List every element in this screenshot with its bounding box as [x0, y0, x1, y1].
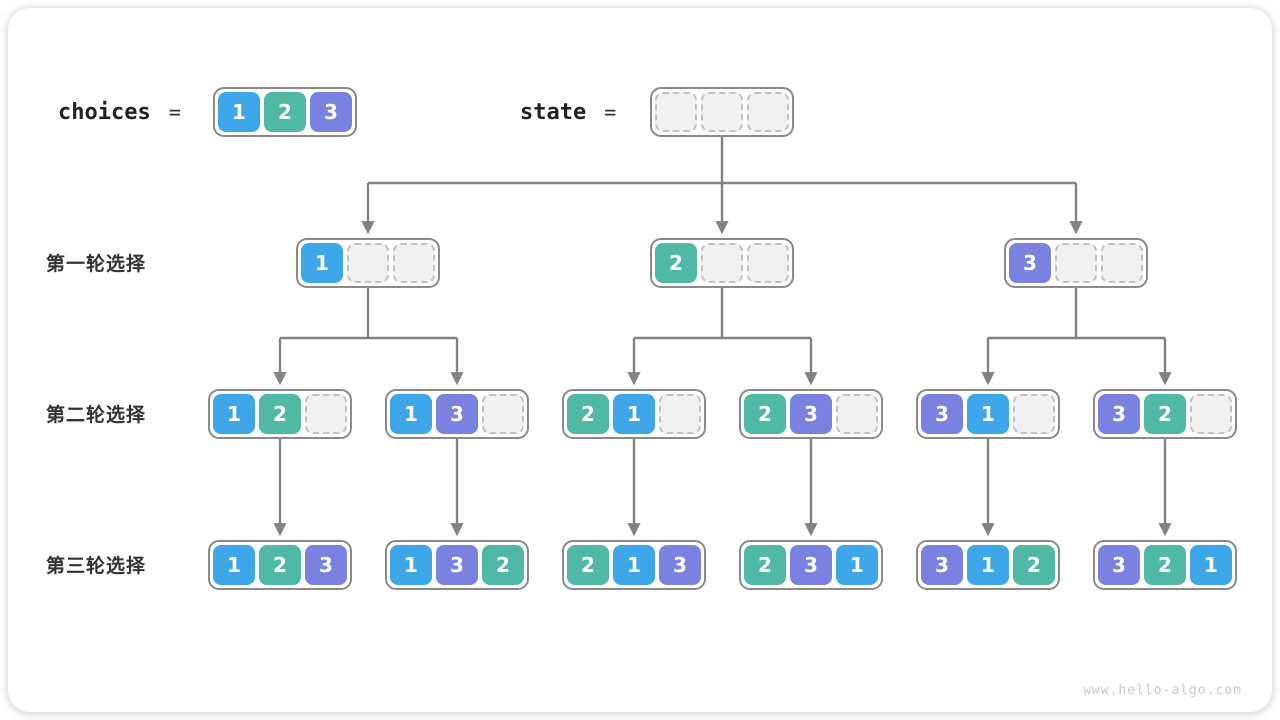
value-cell: 1 [613, 394, 655, 434]
value-cell: 3 [790, 545, 832, 585]
state-header: state = [520, 87, 616, 137]
value-cell: 1 [836, 545, 878, 585]
value-cell: 1 [213, 394, 255, 434]
value-cell: 3 [921, 394, 963, 434]
empty-cell [393, 243, 435, 283]
empty-cell [836, 394, 878, 434]
value-cell: 2 [567, 394, 609, 434]
value-cell: 2 [1144, 545, 1186, 585]
value-cell: 2 [744, 394, 786, 434]
edge-layer [273, 137, 1172, 537]
watermark: www.hello-algo.com [1083, 683, 1242, 698]
value-cell: 1 [218, 92, 260, 132]
value-cell: 2 [259, 545, 301, 585]
empty-cell [655, 92, 697, 132]
value-cell: 3 [305, 545, 347, 585]
value-cell: 3 [1098, 545, 1140, 585]
state-node-round1: 3 [1004, 238, 1148, 288]
empty-cell [482, 394, 524, 434]
value-cell: 1 [390, 545, 432, 585]
value-cell: 2 [744, 545, 786, 585]
state-array [650, 87, 794, 137]
empty-cell [1101, 243, 1143, 283]
value-cell: 1 [213, 545, 255, 585]
value-cell: 2 [264, 92, 306, 132]
value-cell: 3 [1098, 394, 1140, 434]
choices-header: choices = [58, 87, 181, 137]
value-cell: 3 [921, 545, 963, 585]
value-cell: 2 [567, 545, 609, 585]
value-cell: 3 [310, 92, 352, 132]
value-cell: 2 [1144, 394, 1186, 434]
state-equals-sign: = [604, 100, 617, 124]
value-cell: 2 [1013, 545, 1055, 585]
value-cell: 1 [967, 545, 1009, 585]
round-2-label: 第二轮选择 [46, 405, 147, 426]
empty-cell [1055, 243, 1097, 283]
empty-cell [701, 243, 743, 283]
value-cell: 1 [967, 394, 1009, 434]
value-cell: 3 [436, 394, 478, 434]
state-node-round1: 2 [650, 238, 794, 288]
value-cell: 1 [613, 545, 655, 585]
value-cell: 3 [659, 545, 701, 585]
value-cell: 1 [301, 243, 343, 283]
round-3-label: 第三轮选择 [46, 556, 147, 577]
value-cell: 1 [390, 394, 432, 434]
value-cell: 2 [655, 243, 697, 283]
empty-cell [1013, 394, 1055, 434]
value-cell: 1 [1190, 545, 1232, 585]
value-cell: 3 [436, 545, 478, 585]
empty-cell [747, 92, 789, 132]
round-1-label: 第一轮选择 [46, 254, 147, 275]
value-cell: 2 [482, 545, 524, 585]
value-cell: 2 [259, 394, 301, 434]
value-cell: 3 [1009, 243, 1051, 283]
value-cell: 3 [790, 394, 832, 434]
empty-cell [701, 92, 743, 132]
empty-cell [1190, 394, 1232, 434]
state-label: state [520, 99, 587, 125]
empty-cell [659, 394, 701, 434]
state-node-round1: 1 [296, 238, 440, 288]
choices-equals-sign: = [168, 100, 181, 124]
empty-cell [305, 394, 347, 434]
empty-cell [747, 243, 789, 283]
empty-cell [347, 243, 389, 283]
choices-label: choices [58, 99, 151, 125]
